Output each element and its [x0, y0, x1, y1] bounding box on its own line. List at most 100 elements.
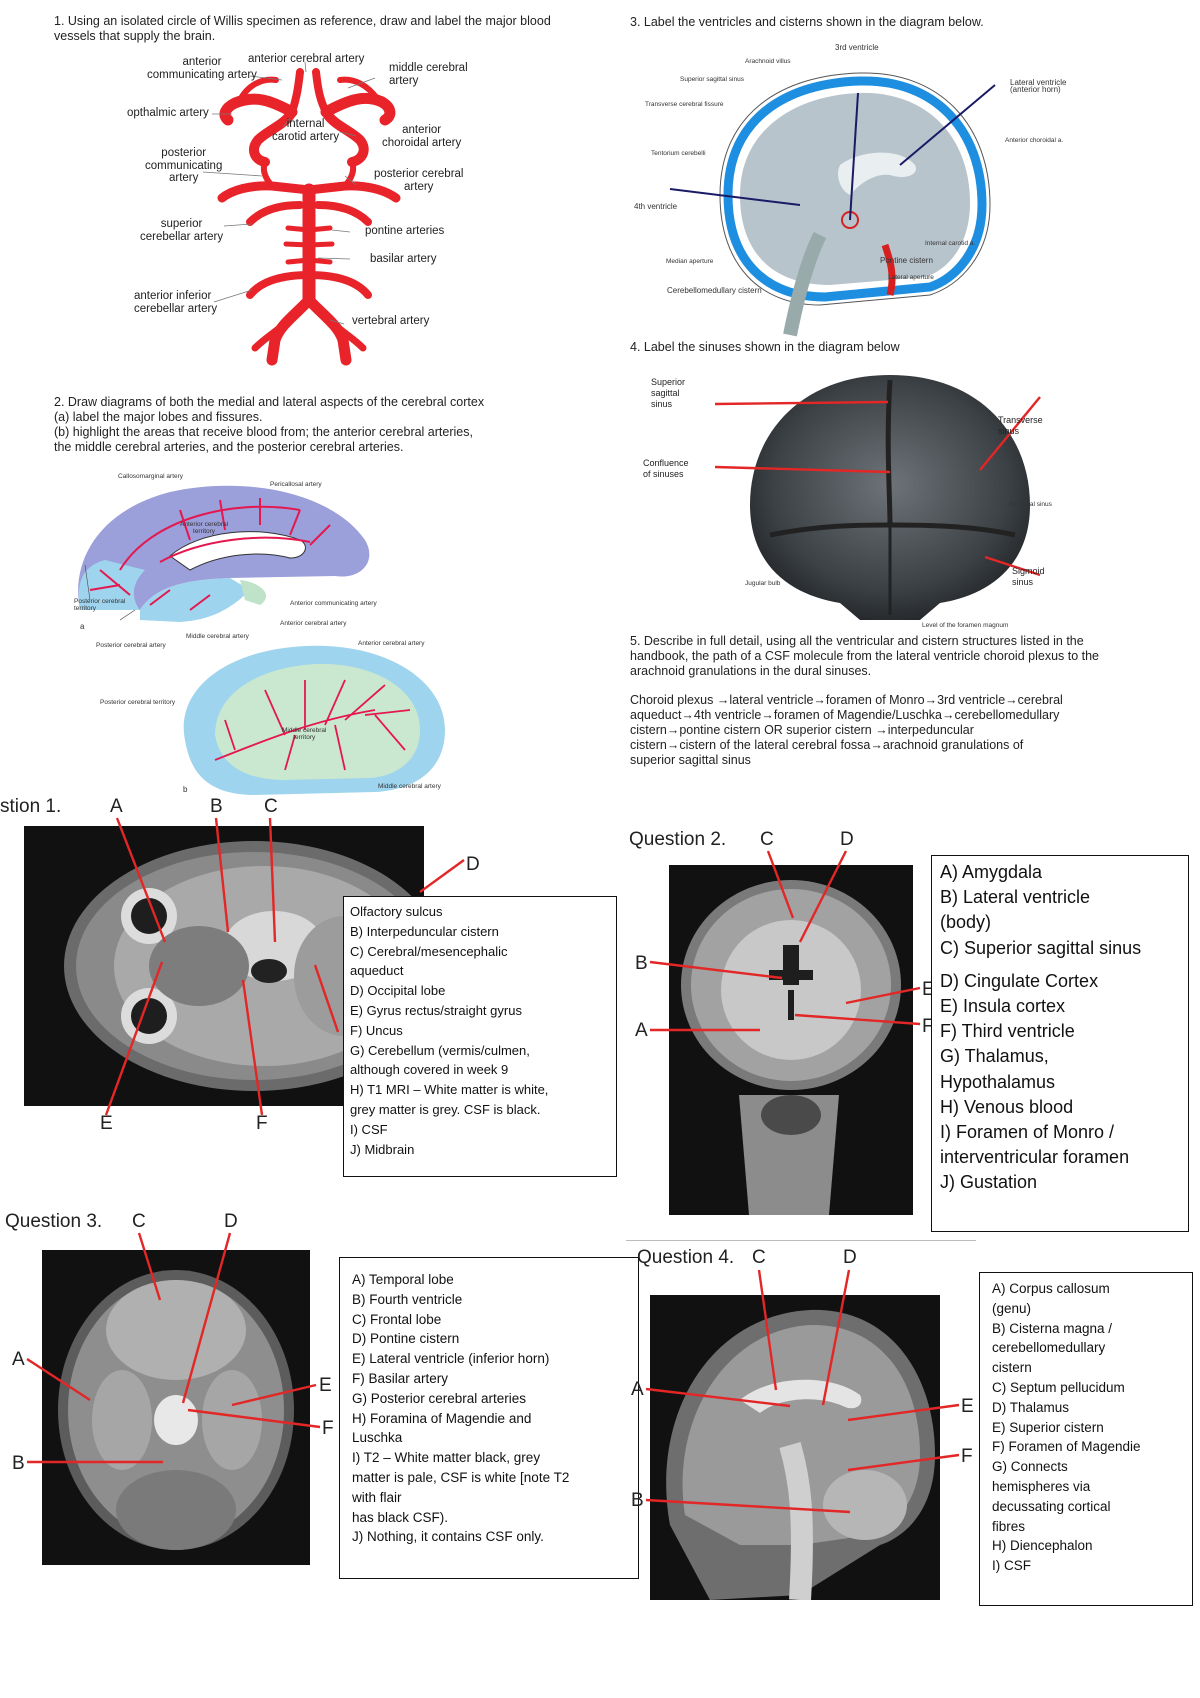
mri-q2-letter-c: C	[760, 829, 774, 850]
mri-q3-answer-10: I) T2 – White matter black, grey	[352, 1450, 541, 1466]
q3-label-lateral-aperture: Lateral aperture	[888, 274, 934, 281]
mri-q4-answer-15: I) CSF	[992, 1558, 1031, 1574]
mri-q3-letter-f: F	[322, 1418, 334, 1439]
mri-q4-answer-9: F) Foramen of Magendie	[992, 1439, 1141, 1455]
mri-q3-letter-a: A	[12, 1349, 25, 1370]
mri-q3-letter-e: E	[319, 1375, 332, 1396]
q2-prompt-line3: (b) highlight the areas that receive blo…	[54, 425, 473, 439]
mri-q1-answer-9: although covered in week 9	[350, 1062, 509, 1078]
q3-label-anterior-choroidal: Anterior choroidal a.	[1005, 137, 1064, 144]
q2-label-posterior-cerebral: Posterior cerebral artery	[96, 642, 166, 649]
q4-label-sigmoid: Sigmoid sinus	[1012, 566, 1045, 587]
q2-label-anterior-communicating: Anterior communicating artery	[290, 600, 377, 607]
q1-label-anterior-communicating: anterior communicating artery	[147, 56, 257, 81]
mri-q2-letter-f: F	[922, 1016, 934, 1037]
mri-q4-letter-f: F	[961, 1446, 973, 1467]
q3-label-cerebellomedullary: Cerebellomedullary cistern	[667, 286, 762, 295]
mri-q2-answer-3: (body)	[940, 912, 992, 933]
q5-prompt: 5. Describe in full detail, using all th…	[630, 634, 1100, 678]
medial-cortex-illustration	[78, 485, 370, 622]
mri-q3-heading: Question 3.	[5, 1211, 103, 1232]
mri-q4-answer-1: A) Corpus callosum	[992, 1281, 1110, 1296]
mri-q1-letter-a: A	[110, 796, 123, 817]
mri-q1-answer-13: J) Midbrain	[350, 1141, 415, 1157]
mri-q1-answer-3: C) Cerebral/mesencephalic	[350, 943, 508, 959]
dural-sinuses-illustration	[714, 375, 1041, 620]
mri-q4-answer-12: decussating cortical	[992, 1498, 1111, 1514]
section-divider	[626, 1240, 976, 1241]
q2-label-pericallosal: Pericallosal artery	[270, 481, 322, 488]
mri-q1-answer-6: E) Gyrus rectus/straight gyrus	[350, 1002, 522, 1018]
mri-q2-coronal-t1-image	[669, 865, 913, 1215]
q3-label-lateral-ventricle: Lateral ventricle (anterior horn)	[1010, 78, 1067, 94]
mri-q2-letter-b: B	[635, 953, 648, 974]
mri-q2-answer-14: J) Gustation	[940, 1172, 1038, 1193]
q2-prompt-line2: (a) label the major lobes and fissures.	[54, 410, 263, 424]
mri-q3-answer-1: A) Temporal lobe	[352, 1272, 454, 1287]
q1-label-posterior-communicating: posterior communicating artery	[145, 147, 223, 184]
mri-q4-answer-14: H) Diencephalon	[992, 1538, 1093, 1554]
mri-q3-axial-t2-image	[42, 1250, 310, 1565]
mri-q1-answer-11: grey matter is grey. CSF is black.	[350, 1101, 541, 1117]
q1-label-aica: anterior inferior cerebellar artery	[134, 290, 218, 315]
mri-q3-answer-7: G) Posterior cerebral arteries	[352, 1390, 527, 1406]
mri-q1-answer-10: H) T1 MRI – White matter is white,	[350, 1082, 549, 1098]
q5-answer-line1: Choroid plexus →lateral ventricle→forame…	[630, 693, 1063, 707]
mri-q2-answer-7: E) Insula cortex	[940, 996, 1066, 1017]
q2-prompt-line1: 2. Draw diagrams of both the medial and …	[54, 395, 485, 409]
mri-q3-letter-b: B	[12, 1453, 25, 1474]
mri-q2-answer-6: D) Cingulate Cortex	[940, 970, 1099, 991]
mri-q4-answer-4: cerebellomedullary	[992, 1340, 1106, 1356]
q3-label-arachnoid: Arachnoid villus	[745, 58, 791, 65]
q2-label-middle-cerebral: Middle cerebral artery	[186, 633, 249, 640]
mri-q2-answer-13: interventricular foramen	[940, 1147, 1130, 1168]
mri-q1-answer-12: I) CSF	[350, 1121, 388, 1137]
mri-q4-answer-6: C) Septum pellucidum	[992, 1379, 1125, 1395]
mri-q4-letter-e: E	[961, 1396, 974, 1417]
q4-label-jugular: Jugular bulb	[745, 580, 781, 587]
mri-q1-letter-e: E	[100, 1113, 113, 1134]
q4-label-transverse: Transverse sinus	[998, 415, 1043, 436]
q3-label-pontine: Pontine cistern	[880, 256, 933, 265]
mri-q3-answer-box: A) Temporal lobe B) Fourth ventricle C) …	[339, 1257, 639, 1579]
q1-label-superior-cerebellar: superior cerebellar artery	[140, 218, 224, 243]
mri-q3-answer-3: C) Frontal lobe	[352, 1311, 442, 1327]
q2-label-anterior-cerebral-2: Anterior cerebral artery	[358, 640, 425, 647]
mri-q1-answer-4: aqueduct	[350, 963, 404, 979]
q1-label-anterior-cerebral: anterior cerebral artery	[248, 53, 365, 65]
q3-label-sss: Superior sagittal sinus	[680, 76, 744, 83]
q5-answer-line5: superior sagittal sinus	[630, 753, 751, 767]
mri-q3-answer-11: matter is pale, CSF is white [note T2	[352, 1469, 570, 1485]
q2-label-anterior-territory: Anterior cerebral territory	[180, 521, 229, 535]
mri-q4-sagittal-t1-image	[650, 1295, 940, 1600]
mri-q1-answer-8: G) Cerebellum (vermis/culmen,	[350, 1042, 530, 1058]
mri-q2-answer-1: A) Amygdala	[940, 862, 1043, 882]
mri-q2-answer-8: F) Third ventricle	[940, 1021, 1075, 1042]
q5-answer: Choroid plexus →lateral ventricle→forame…	[630, 693, 1110, 768]
mri-q3-answer-13: has black CSF).	[352, 1509, 449, 1525]
q2-label-middle-territory: Middle cerebral territory	[282, 727, 327, 741]
q1-label-middle-cerebral: middle cerebral artery	[389, 62, 468, 87]
q1-label-opthalmic: opthalmic artery	[127, 107, 209, 119]
q1-prompt: 1. Using an isolated circle of Willis sp…	[54, 14, 551, 43]
mri-q2-answer-12: I) Foramen of Monro /	[940, 1122, 1115, 1143]
mri-q4-answer-13: fibres	[992, 1518, 1026, 1534]
mri-q4-heading: Question 4.	[637, 1247, 735, 1268]
mri-q1-answer-1: Olfactory sulcus	[350, 904, 443, 919]
q3-label-median: Median aperture	[666, 258, 714, 265]
q2-prompt: 2. Draw diagrams of both the medial and …	[54, 395, 594, 455]
mri-q1-answer-7: F) Uncus	[350, 1022, 403, 1038]
mri-q2-answer-11: H) Venous blood	[940, 1096, 1074, 1117]
q1-label-posterior-cerebral: posterior cerebral artery	[374, 168, 464, 193]
lateral-cortex-illustration	[183, 645, 446, 795]
mri-q4-letter-d: D	[843, 1247, 857, 1268]
mri-q3-answer-9: Luschka	[352, 1430, 403, 1446]
mri-q1-letter-d: D	[466, 854, 480, 875]
q2-label-callosomarginal: Callosomarginal artery	[118, 473, 184, 480]
mri-q1-heading: stion 1.	[0, 796, 62, 817]
mri-q3-answer-2: B) Fourth ventricle	[352, 1291, 463, 1307]
mri-q2-answer-10: Hypothalamus	[940, 1071, 1056, 1092]
